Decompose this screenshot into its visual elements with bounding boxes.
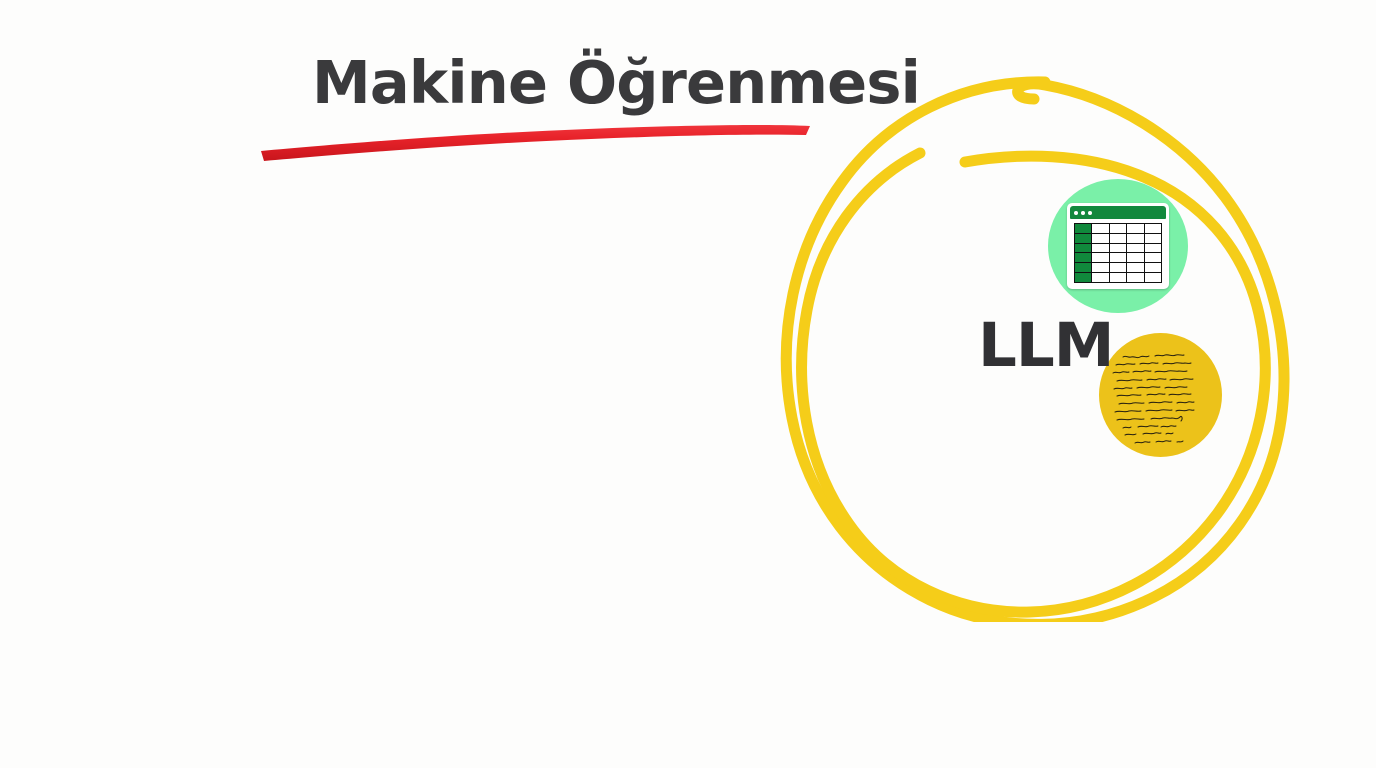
llm-label: LLM [978, 310, 1114, 381]
spreadsheet-window [1067, 203, 1169, 289]
handwritten-document-icon [1099, 333, 1222, 457]
table-cell [1092, 273, 1110, 283]
table-row [1075, 253, 1162, 264]
table-cell [1144, 233, 1162, 244]
table-cell [1144, 263, 1162, 274]
window-dot-icon [1081, 210, 1085, 215]
table-cell [1144, 243, 1162, 254]
table-cell [1127, 224, 1145, 234]
table-cell [1109, 233, 1127, 244]
table-header-cell [1075, 243, 1092, 254]
table-cell [1109, 273, 1127, 283]
table-cell [1092, 224, 1110, 234]
table-cell [1092, 243, 1110, 254]
table-cell [1127, 263, 1145, 274]
table-cell [1109, 243, 1127, 254]
table-cell [1127, 233, 1145, 244]
title-block: Makine Öğrenmesi [258, 40, 921, 170]
spreadsheet-titlebar [1070, 206, 1166, 219]
table-cell [1144, 224, 1162, 234]
table-cell [1109, 224, 1127, 234]
table-header-cell [1075, 273, 1092, 283]
spreadsheet-grid [1074, 223, 1162, 283]
table-cell [1092, 253, 1110, 264]
window-dot-icon [1074, 210, 1078, 215]
spreadsheet-icon [1048, 179, 1188, 313]
table-cell [1127, 253, 1145, 264]
window-dot-icon [1088, 210, 1092, 215]
page-title: Makine Öğrenmesi [312, 48, 921, 117]
table-header-cell [1075, 253, 1092, 264]
table-row [1075, 233, 1162, 244]
handwriting-scribble [1112, 354, 1195, 444]
red-brush-underline-icon [261, 125, 810, 161]
table-header-cell [1075, 233, 1092, 244]
table-cell [1144, 273, 1162, 283]
table-row [1075, 243, 1162, 254]
table-row [1075, 273, 1162, 283]
table-cell [1109, 253, 1127, 264]
table-row [1075, 224, 1162, 234]
table-cell [1144, 253, 1162, 264]
table-cell [1127, 273, 1145, 283]
table-header-cell [1075, 224, 1092, 234]
table-cell [1092, 263, 1110, 274]
table-cell [1109, 263, 1127, 274]
table-cell [1092, 233, 1110, 244]
table-cell [1127, 243, 1145, 254]
table-header-cell [1075, 263, 1092, 274]
table-row [1075, 263, 1162, 274]
